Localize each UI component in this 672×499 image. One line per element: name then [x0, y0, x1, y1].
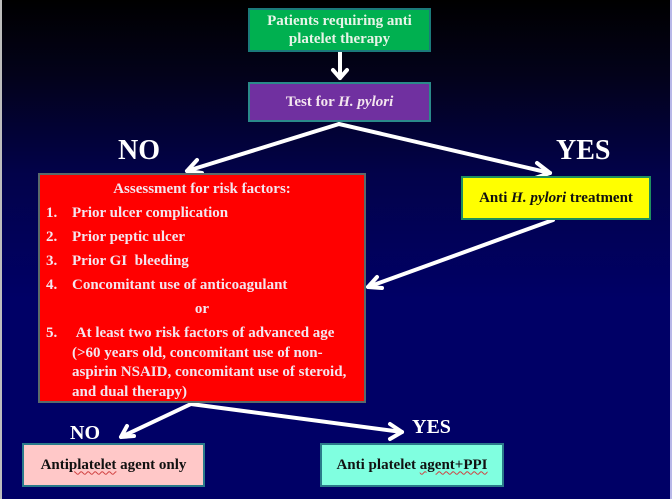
start-line-2: platelet therapy	[288, 31, 391, 47]
hpylori-treatment-node: Anti H. pylori treatment	[461, 176, 651, 220]
risk-factor-item: 4. Concomitant use of anticoagulant	[46, 273, 358, 297]
test-prefix: Test for	[285, 93, 339, 110]
antiplatelet-only-label: Antiplatelet agent only	[41, 457, 187, 474]
treatment-label: Anti H. pylori treatment	[479, 190, 633, 207]
risk-no-label: NO	[70, 422, 100, 444]
treatment-prefix: Anti	[479, 189, 512, 206]
arrow-assessment-to-ppi	[189, 402, 404, 441]
risk-yes-label: YES	[412, 416, 451, 438]
antiplatelet-ppi-node: Anti platelet agent+PPI	[320, 443, 504, 487]
assessment-title: Assessment for risk factors:	[113, 181, 291, 197]
risk-factor-item: 5. At least two risk factors of advanced…	[46, 324, 358, 402]
test-yes-label: YES	[556, 135, 611, 166]
risk-factor-item: 2. Prior peptic ulcer	[46, 225, 358, 249]
test-label: Test for H. pylori	[286, 94, 394, 111]
arrow-test-to-assessment	[185, 122, 341, 175]
antiplatelet-ppi-label: Anti platelet agent+PPI	[336, 457, 487, 474]
label-part: Anti platelet	[336, 456, 420, 473]
start-node: Patients requiring anti platelet therapy	[248, 8, 431, 52]
risk-factor-text: Prior peptic ulcer	[72, 229, 186, 245]
arrow-assessment-to-only	[119, 402, 193, 439]
risk-factor-item: 1. Prior ulcer complication	[46, 201, 358, 225]
label-part: agent only	[116, 456, 187, 473]
antiplatelet-only-node: Antiplatelet agent only	[22, 443, 205, 487]
risk-factor-number: 3.	[46, 253, 58, 269]
risk-factor-number: 4.	[46, 277, 58, 293]
label-part: Anti	[40, 456, 69, 473]
risk-factor-text: At least two risk factors of advanced ag…	[72, 325, 351, 400]
test-organism: H. pylori	[338, 93, 394, 110]
left-border	[0, 0, 2, 499]
arrow-start-to-test	[331, 50, 349, 80]
treatment-organism: H. pylori	[511, 189, 567, 206]
treatment-suffix: treatment	[566, 189, 633, 206]
start-line-1: Patients requiring anti	[267, 13, 412, 29]
arrow-treatment-to-assessment	[366, 218, 555, 290]
test-node: Test for H. pylori	[248, 82, 431, 122]
assessment-node: Assessment for risk factors: 1. Prior ul…	[38, 173, 366, 403]
risk-factor-text: Prior GI bleeding	[72, 253, 189, 269]
label-part: +PPI	[454, 456, 488, 473]
risk-factor-number: 1.	[46, 205, 58, 221]
risk-factor-text: Prior ulcer complication	[72, 205, 229, 221]
or-separator: or	[194, 301, 210, 317]
risk-factor-number: 5.	[46, 325, 58, 341]
spellcheck-underlined-word: agent	[419, 456, 455, 473]
risk-factor-item: 3. Prior GI bleeding	[46, 249, 358, 273]
right-border	[670, 0, 672, 499]
arrow-test-to-treatment	[337, 122, 552, 180]
spellcheck-underlined-word: platelet	[68, 456, 117, 473]
test-no-label: NO	[118, 135, 160, 166]
risk-factor-number: 2.	[46, 229, 58, 245]
risk-factor-text: Concomitant use of anticoagulant	[72, 277, 288, 293]
